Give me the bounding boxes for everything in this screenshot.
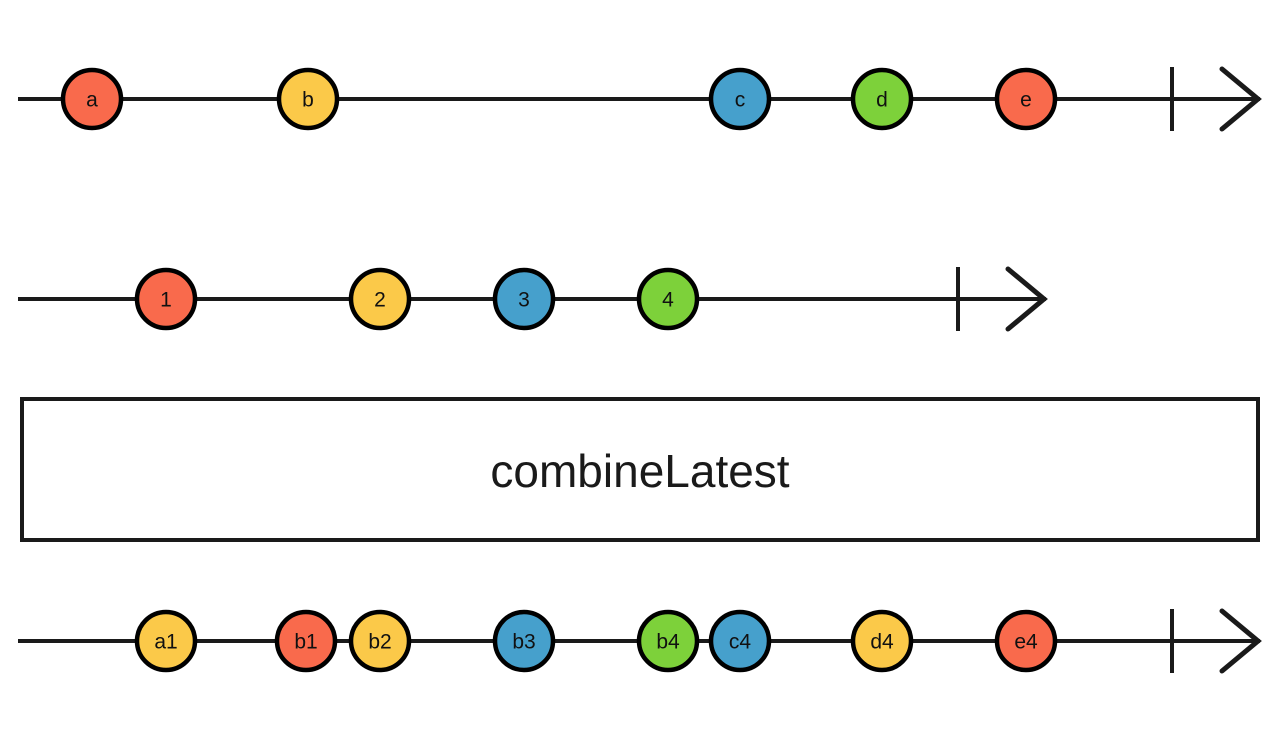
marble-label-2: 2 xyxy=(374,289,386,312)
marble-label-e4: e4 xyxy=(1014,631,1038,654)
source-timeline-1: a b c d e xyxy=(18,66,1262,132)
marble-label-a1: a1 xyxy=(154,631,177,654)
marble-circle-d[interactable] xyxy=(850,67,914,131)
marble-2[interactable]: 2 xyxy=(348,267,412,331)
marble-d4[interactable]: d4 xyxy=(850,609,914,673)
marble-circle-a[interactable] xyxy=(60,67,124,131)
marble-d[interactable]: d xyxy=(850,67,914,131)
source-timeline-2-arrow-icon xyxy=(1005,266,1048,332)
marble-b3[interactable]: b3 xyxy=(492,609,556,673)
marble-circle-4[interactable] xyxy=(636,267,700,331)
marble-e4[interactable]: e4 xyxy=(994,609,1058,673)
marble-a[interactable]: a xyxy=(60,67,124,131)
marble-circle-2[interactable] xyxy=(348,267,412,331)
marble-circle-b4[interactable] xyxy=(636,609,700,673)
marble-c4[interactable]: c4 xyxy=(708,609,772,673)
marble-circle-b2[interactable] xyxy=(348,609,412,673)
marble-circle-d4[interactable] xyxy=(850,609,914,673)
marble-circle-b1[interactable] xyxy=(274,609,338,673)
marble-label-4: 4 xyxy=(662,289,674,312)
marble-label-e: e xyxy=(1020,89,1032,112)
source-timeline-2: 1 2 3 4 xyxy=(18,266,1048,332)
marble-circle-c4[interactable] xyxy=(708,609,772,673)
marble-circle-b[interactable] xyxy=(276,67,340,131)
operator-label: combineLatest xyxy=(490,445,789,497)
marble-label-b2: b2 xyxy=(368,631,391,654)
marble-1[interactable]: 1 xyxy=(134,267,198,331)
marble-circle-1[interactable] xyxy=(134,267,198,331)
marble-circle-a1[interactable] xyxy=(134,609,198,673)
result-timeline: a1 b1 b2 b3 b4 c4 d4 e4 xyxy=(18,608,1262,674)
marble-b2[interactable]: b2 xyxy=(348,609,412,673)
marble-label-a: a xyxy=(86,89,98,112)
marble-c[interactable]: c xyxy=(708,67,772,131)
marble-circle-c[interactable] xyxy=(708,67,772,131)
marble-label-d4: d4 xyxy=(870,631,894,654)
marble-circle-e4[interactable] xyxy=(994,609,1058,673)
marble-b[interactable]: b xyxy=(276,67,340,131)
result-timeline-arrow-icon xyxy=(1219,608,1262,674)
marble-label-3: 3 xyxy=(518,289,530,312)
marble-3[interactable]: 3 xyxy=(492,267,556,331)
source-timeline-1-arrow-icon xyxy=(1219,66,1262,132)
operator-box xyxy=(20,397,1260,542)
operator-box-group: combineLatest xyxy=(20,397,1260,542)
marble-label-c4: c4 xyxy=(729,631,752,654)
timelines-layer: a b c d e 1 2 3 4 a1 b1 b2 b3 b4 c4 d4 e4 xyxy=(18,66,1262,674)
marble-circle-e[interactable] xyxy=(994,67,1058,131)
marble-label-c: c xyxy=(735,89,746,112)
marble-circle-b3[interactable] xyxy=(492,609,556,673)
marble-label-d: d xyxy=(876,89,888,112)
marble-label-b: b xyxy=(302,89,314,112)
marble-label-1: 1 xyxy=(160,289,172,312)
marble-label-b4: b4 xyxy=(656,631,680,654)
marble-4[interactable]: 4 xyxy=(636,267,700,331)
marble-label-b3: b3 xyxy=(512,631,535,654)
marble-circle-3[interactable] xyxy=(492,267,556,331)
marble-e[interactable]: e xyxy=(994,67,1058,131)
marble-b1[interactable]: b1 xyxy=(274,609,338,673)
marble-b4[interactable]: b4 xyxy=(636,609,700,673)
marble-a1[interactable]: a1 xyxy=(134,609,198,673)
marble-label-b1: b1 xyxy=(294,631,317,654)
